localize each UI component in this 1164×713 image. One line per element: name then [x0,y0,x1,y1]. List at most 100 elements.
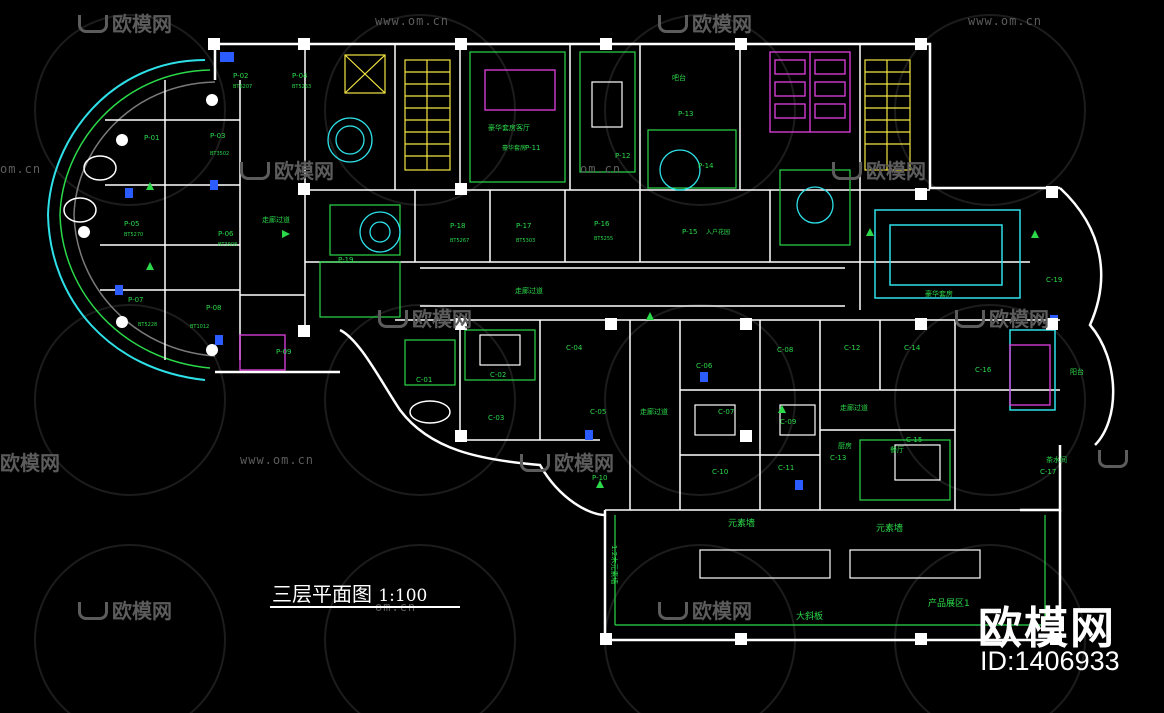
watermark-logo: 欧模网 [0,451,60,475]
sofa-icon [658,15,688,33]
watermark-logo: 欧模网 [240,155,334,184]
column-pads [78,38,1062,645]
room-label: C-16 [975,366,992,374]
watermark-url: om.cn [0,162,42,176]
magenta-furniture [239,51,1051,406]
room-label: C-14 [904,344,921,352]
room-sub-label: BT5263 [292,84,311,90]
dining-label: 餐厅 [890,445,904,454]
watermark-logo: 欧模网 [78,595,172,624]
elevator-shaft [344,54,386,94]
corridor-label: 走廊过道 [640,407,668,416]
corridor-label: 走廊过道 [515,286,543,295]
sofa-icon [1098,450,1128,468]
side-wall-label: 1:2木元素墙 [610,545,619,584]
room-label: P-17 [516,222,532,230]
model-id: ID:1406933 [980,646,1120,676]
room-sub-label: BT1012 [190,324,209,330]
watermark-logo: 欧模网 [832,155,926,184]
room-sub-label: BT5255 [594,236,613,242]
room-label: P-07 [128,296,144,304]
drawing-title: 三层平面图 1:100 [272,578,427,607]
room-label: C-08 [777,346,793,354]
room-label: P-19 [338,256,354,264]
title-underline [270,606,460,608]
room-sub-label: BT3908 [218,242,237,248]
room-sub-label: BT5267 [450,238,469,244]
blue-fixtures [115,52,1058,490]
room-label: C-15 [906,436,922,444]
room-label: C-04 [566,344,583,352]
room-labels: P-01 P-02 BT6207 P-03 BT3502 P-04 BT5263… [124,72,1084,622]
room-label: P-01 [144,134,160,142]
left-curved-wing [46,59,216,381]
washroom-label: 茶水间 [1046,455,1067,464]
room-label: C-05 [590,408,606,416]
room-label: P-02 [233,72,249,80]
room-label: P-16 [594,220,610,228]
watermark-logo: 欧模网 [658,595,752,624]
room-label: C-13 [830,454,846,462]
drawing-title-text: 三层平面图 [272,582,372,606]
room-sub-label: 豪华套房 [502,144,526,152]
room-label: P-11 [525,144,541,152]
living-room-label: 豪华套房客厅 [488,123,530,132]
watermark-url: www.om.cn [240,453,315,467]
dining-tables [479,81,981,579]
room-label: C-02 [490,371,506,379]
room-label: P-12 [615,152,631,160]
watermark-url: om.cn [580,162,622,176]
corridor-label: 走廊过道 [262,215,290,224]
room-label: P-10 [592,474,608,482]
luxury-suite-label: 豪华套房 [925,289,953,298]
room-label: C-10 [712,468,728,476]
room-label: P-04 [292,72,308,80]
green-lines [319,51,1046,626]
watermark-logo: 欧模网 [78,8,172,37]
room-label: C-07 [718,408,734,416]
room-label: P-14 [698,162,714,170]
sofa-icon [520,454,550,472]
corridor-label: 走廊过道 [840,403,868,412]
brand-logo-text: 欧模网 [978,603,1116,654]
sofa-icon [78,15,108,33]
watermark-url: www.om.cn [375,14,450,28]
kitchen-label: 厨房 [838,441,852,450]
element-wall-label: 元素墙 [876,522,903,534]
room-label: P-03 [210,132,226,140]
room-label: P-06 [218,230,234,238]
watermark-logo [1098,447,1132,471]
bathtubs [63,155,451,424]
round-rugs [327,117,834,253]
room-label: C-09 [780,418,796,426]
room-label: C-01 [416,376,432,384]
room-label: P-08 [206,304,222,312]
stairs-yellow [404,59,911,171]
room-sub-label: BT6207 [233,84,252,90]
room-sub-label: 入户花园 [706,228,730,236]
balcony-label: 阳台 [1070,367,1084,376]
drawing-scale: 1:100 [378,586,428,606]
room-label: P-09 [276,348,292,356]
room-label: C-17 [1040,468,1056,476]
floor-label: 大斜板 [796,610,823,622]
sofa-icon [955,310,985,328]
bar-label: 吧台 [672,73,686,82]
room-sub-label: BT5270 [124,232,143,238]
sofa-icon [658,602,688,620]
room-sub-label: BT3502 [210,151,229,157]
room-label: P-05 [124,220,140,228]
watermark-logo: 欧模网 [520,447,614,476]
room-label: P-18 [450,222,466,230]
room-sub-label: BT5228 [138,322,157,328]
green-arrows [146,182,1039,488]
room-label: C-12 [844,344,860,352]
sofa-icon [78,602,108,620]
element-wall-label: 元素墙 [728,517,755,529]
watermark-logo: 欧模网 [955,303,1049,332]
room-label: C-06 [696,362,713,370]
room-sub-label: BT5303 [516,238,535,244]
room-label: P-15 [682,228,698,236]
room-label: C-03 [488,414,504,422]
